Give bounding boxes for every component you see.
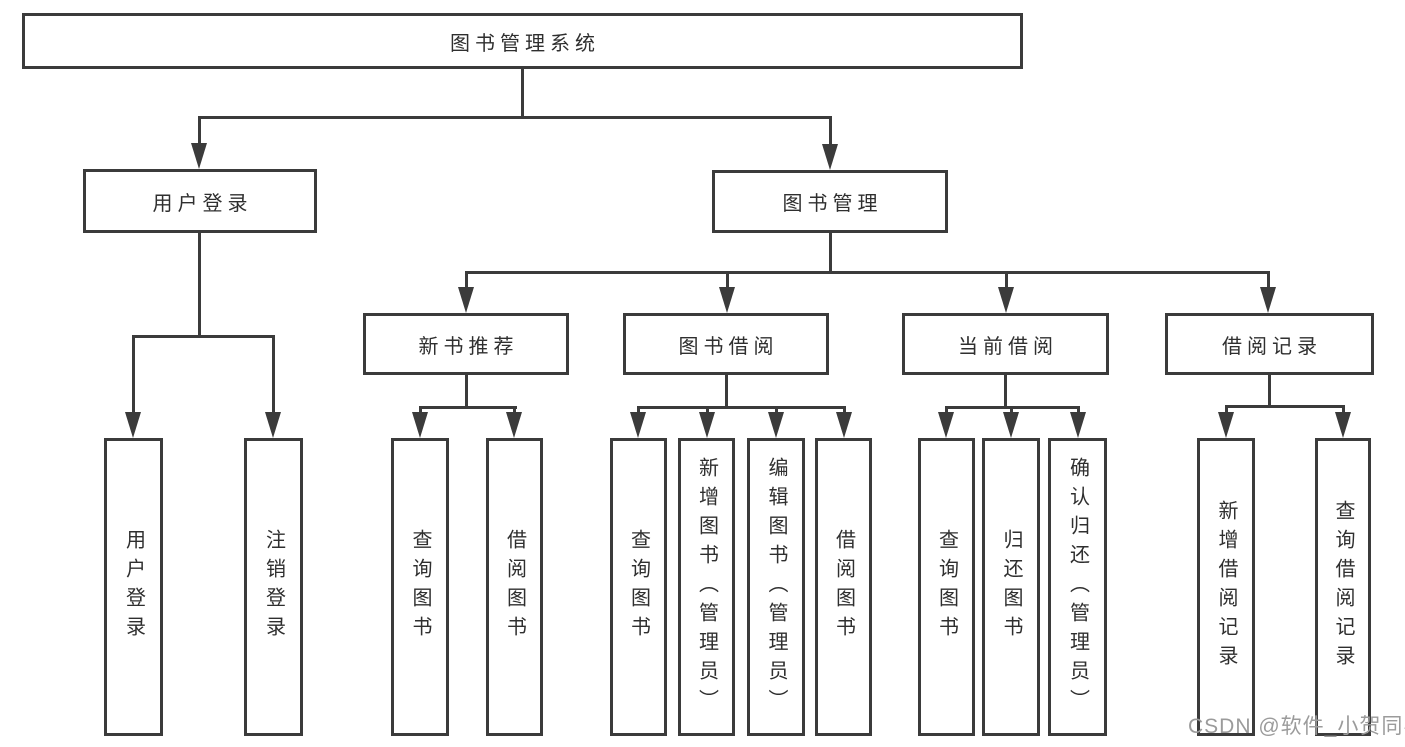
- connector-line: [1225, 405, 1228, 418]
- arrow-down-icon: [836, 412, 852, 438]
- leaf-query-books-borrowing-label: 查询图书: [627, 529, 650, 645]
- arrow-down-icon: [630, 412, 646, 438]
- leaf-query-books-current-label: 查询图书: [935, 529, 958, 645]
- node-root: 图书管理系统: [22, 13, 1023, 69]
- leaf-return-books: 归还图书: [982, 438, 1040, 736]
- connector-line: [521, 68, 524, 117]
- connector-line: [829, 233, 832, 274]
- arrow-down-icon: [506, 412, 522, 438]
- leaf-return-books-label: 归还图书: [1000, 529, 1022, 645]
- leaf-query-books-recommend: 查询图书: [391, 438, 449, 736]
- leaf-borrow-books-recommend: 借阅图书: [486, 438, 543, 736]
- connector-line: [132, 335, 135, 415]
- arrow-down-icon: [1070, 412, 1086, 438]
- node-book-borrowing: 图书借阅: [623, 313, 829, 375]
- leaf-query-books-recommend-label: 查询图书: [409, 529, 431, 645]
- node-borrowing-records: 借阅记录: [1165, 313, 1374, 375]
- connector-line: [725, 374, 728, 408]
- leaf-borrow-books-borrowing-label: 借阅图书: [832, 529, 855, 645]
- connector-line: [272, 335, 275, 415]
- connector-line: [419, 406, 517, 409]
- connector-line: [1268, 374, 1271, 408]
- arrow-down-icon: [1003, 412, 1019, 438]
- leaf-query-books-current: 查询图书: [918, 438, 975, 736]
- arrow-down-icon: [458, 287, 474, 313]
- leaf-query-borrow-record: 查询借阅记录: [1315, 438, 1371, 736]
- node-new-book-recommend: 新书推荐: [363, 313, 569, 375]
- connector-line: [1005, 271, 1008, 292]
- leaf-logout: 注销登录: [244, 438, 303, 736]
- arrow-down-icon: [265, 412, 281, 438]
- leaf-add-books-admin: 新增图书（管理员）: [678, 438, 735, 736]
- arrow-down-icon: [719, 287, 735, 313]
- connector-line: [465, 374, 468, 408]
- leaf-borrow-books-borrowing: 借阅图书: [815, 438, 872, 736]
- connector-line: [1004, 374, 1007, 408]
- leaf-edit-books-admin: 编辑图书（管理员）: [747, 438, 805, 736]
- leaf-add-books-admin-label: 新增图书（管理员）: [695, 456, 718, 718]
- leaf-user-login: 用户登录: [104, 438, 163, 736]
- connector-line: [198, 116, 832, 119]
- arrow-down-icon: [699, 412, 715, 438]
- leaf-query-books-borrowing: 查询图书: [610, 438, 667, 736]
- arrow-down-icon: [1260, 287, 1276, 313]
- arrow-down-icon: [191, 143, 207, 169]
- arrow-down-icon: [412, 412, 428, 438]
- connector-line: [132, 335, 275, 338]
- leaf-confirm-return-admin-label: 确认归还（管理员）: [1066, 456, 1089, 718]
- connector-line: [1225, 405, 1345, 408]
- arrow-down-icon: [125, 412, 141, 438]
- connector-line: [465, 271, 1270, 274]
- watermark: CSDN @软件_小贺同学: [1188, 715, 1405, 738]
- connector-line: [1342, 405, 1345, 418]
- arrow-down-icon: [1335, 412, 1351, 438]
- arrow-down-icon: [1218, 412, 1234, 438]
- arrow-down-icon: [822, 144, 838, 170]
- connector-line: [198, 116, 201, 150]
- arrow-down-icon: [998, 287, 1014, 313]
- connector-line: [726, 271, 729, 292]
- leaf-add-borrow-record-label: 新增借阅记录: [1215, 500, 1237, 674]
- node-book-management: 图书管理: [712, 170, 948, 233]
- node-user-login: 用户登录: [83, 169, 317, 233]
- leaf-borrow-books-recommend-label: 借阅图书: [503, 529, 526, 645]
- arrow-down-icon: [938, 412, 954, 438]
- connector-line: [465, 271, 468, 292]
- leaf-edit-books-admin-label: 编辑图书（管理员）: [765, 456, 787, 718]
- connector-line: [637, 406, 846, 409]
- arrow-down-icon: [768, 412, 784, 438]
- leaf-query-borrow-record-label: 查询借阅记录: [1332, 500, 1354, 674]
- leaf-logout-label: 注销登录: [262, 529, 285, 645]
- connector-line: [198, 232, 201, 338]
- node-current-borrowing: 当前借阅: [902, 313, 1109, 375]
- leaf-add-borrow-record: 新增借阅记录: [1197, 438, 1255, 736]
- leaf-confirm-return-admin: 确认归还（管理员）: [1048, 438, 1107, 736]
- leaf-user-login-label: 用户登录: [122, 529, 145, 645]
- connector-line: [1267, 271, 1270, 292]
- connector-line: [829, 116, 832, 150]
